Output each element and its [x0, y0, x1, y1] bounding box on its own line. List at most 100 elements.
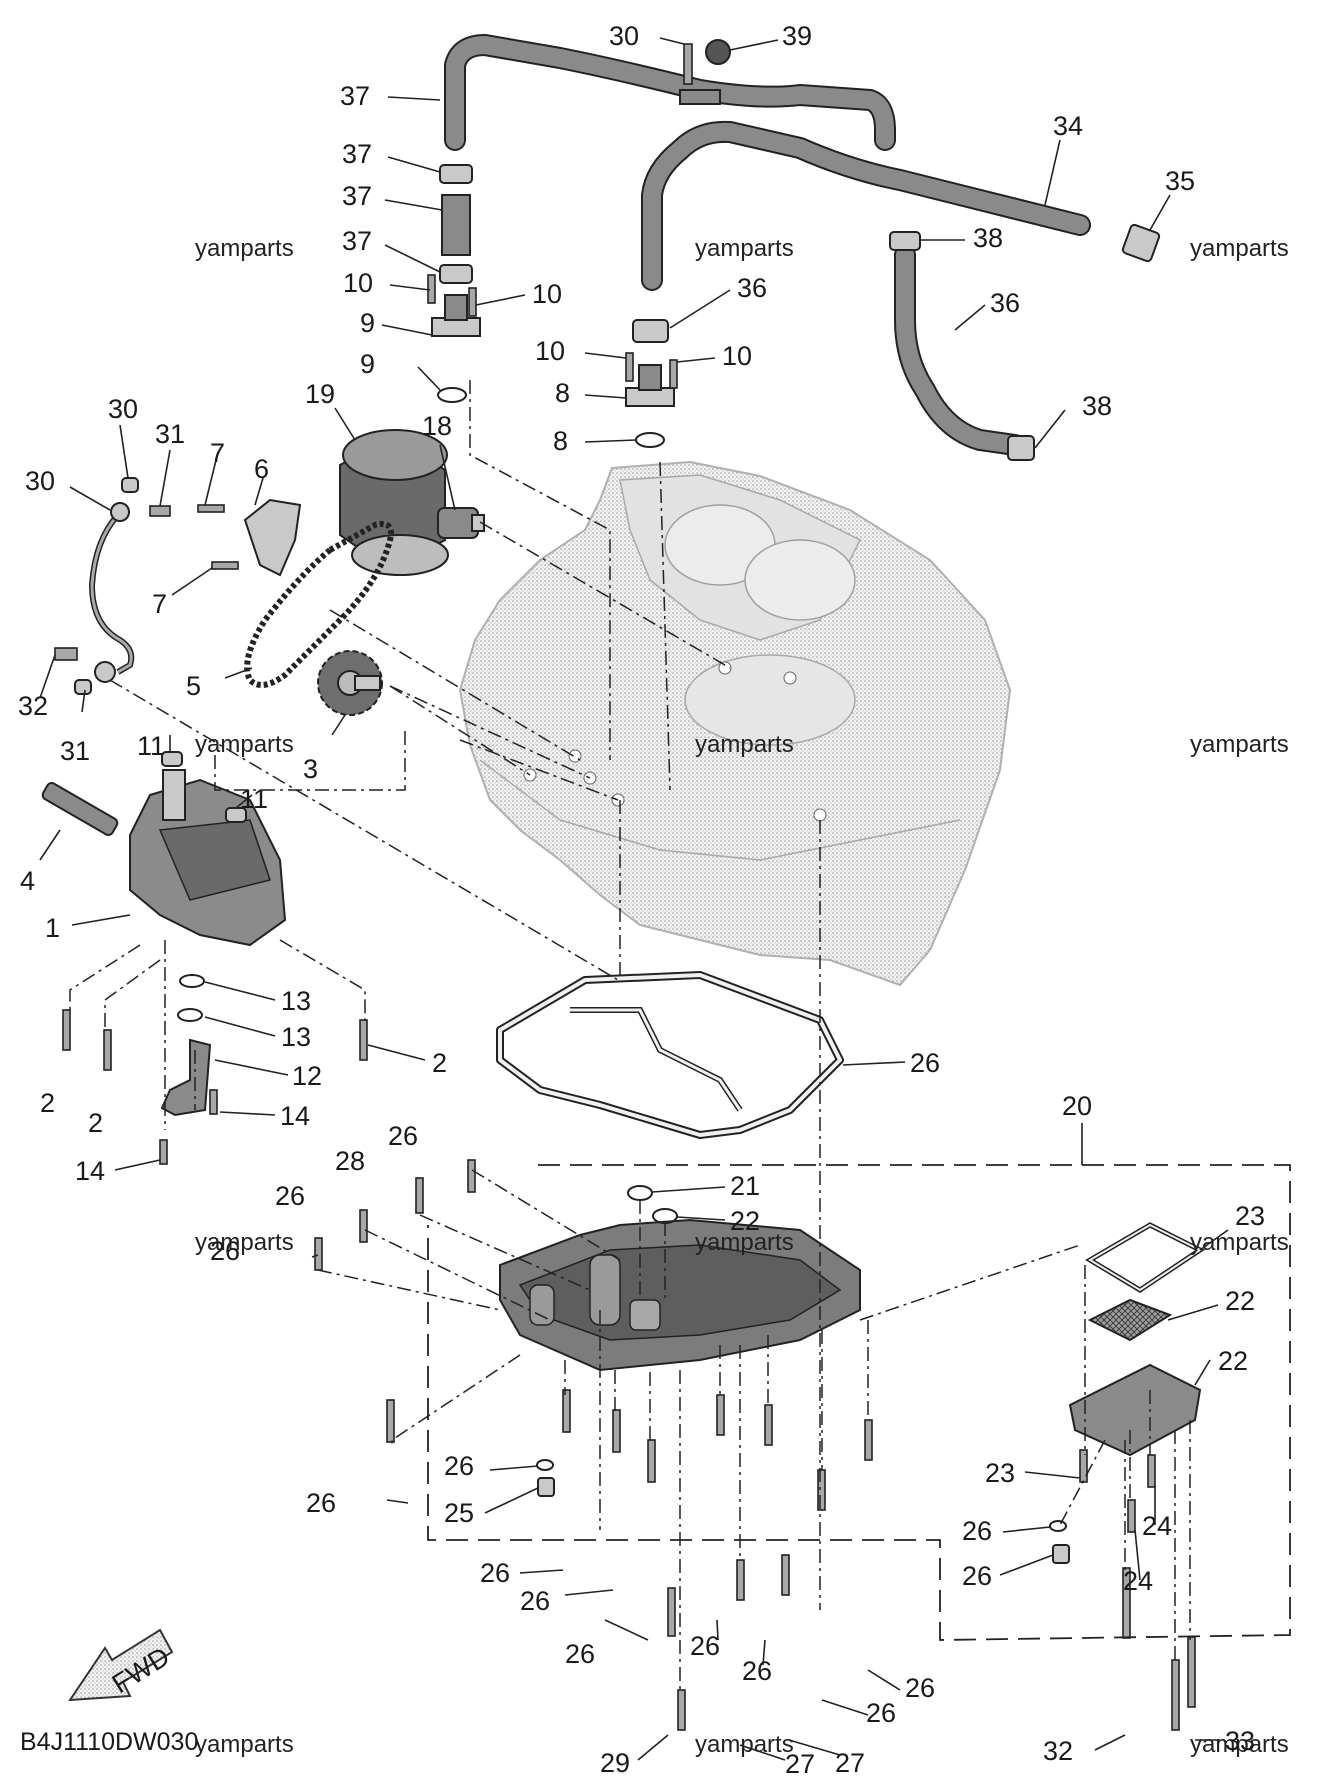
gasket-30-b [74, 679, 92, 695]
callout-20: 22 [1218, 1346, 1248, 1376]
watermark: yamparts [695, 1229, 794, 1256]
callout-36: 37 [342, 181, 372, 211]
callout-12: 12 [292, 1061, 322, 1091]
callout-32: 34 [1053, 111, 1083, 141]
callout-18: 21 [730, 1171, 760, 1201]
callout-24: 26 [962, 1516, 992, 1546]
callout-10: 10 [722, 341, 752, 371]
callout-26: 26 [306, 1488, 336, 1518]
pipe-12 [160, 1038, 212, 1117]
clip-39 [705, 39, 731, 65]
watermark: yamparts [695, 731, 794, 758]
breather-hose-35 [444, 34, 896, 151]
breather-hose-34 [894, 244, 1026, 456]
callout-11: 11 [137, 731, 165, 761]
bracket-38-39 [679, 89, 721, 105]
bolt-14-b [159, 1139, 168, 1165]
clamp-37-a [439, 164, 473, 184]
callout-37: 37 [342, 226, 372, 256]
watermark: yamparts [195, 1731, 294, 1758]
watermark: yamparts [1190, 1229, 1289, 1256]
watermark: yamparts [1190, 731, 1289, 758]
plug-23-a [537, 1477, 555, 1497]
bolt-7-a [197, 504, 225, 513]
callout-4: 4 [20, 866, 35, 896]
callout-8: 8 [555, 378, 570, 408]
callout-11: 11 [240, 784, 268, 814]
breather-fitting-8-b [625, 364, 675, 407]
hose-36 [441, 194, 471, 256]
bolt-26-d [386, 1399, 395, 1443]
callout-labels: 30 39 37 34 35 37 37 37 38 10 10 9 9 36 … [18, 21, 1265, 1779]
bolt-26-f [612, 1409, 621, 1453]
oil-filter-16 [339, 429, 449, 576]
callout-15: 18 [422, 411, 452, 441]
callout-13: 13 [281, 1022, 311, 1052]
callout-34: 36 [990, 288, 1020, 318]
callout-14: 14 [280, 1101, 310, 1131]
watermark: yamparts [195, 1229, 294, 1256]
callout-26: 26 [520, 1586, 550, 1616]
o-ring-9-b [635, 432, 665, 448]
washer-24-a [536, 1459, 554, 1471]
bolt-26-c [314, 1237, 323, 1271]
callout-27: 28 [335, 1146, 365, 1176]
plug-23-b [1052, 1544, 1070, 1564]
watermark: yamparts [1190, 235, 1289, 262]
callout-37: 37 [342, 139, 372, 169]
bolt-26-e [562, 1389, 571, 1433]
callout-26: 26 [210, 1236, 240, 1266]
bolt-27-a [415, 1177, 424, 1214]
watermark: yamparts [695, 1731, 794, 1758]
oil-pan-17 [499, 1218, 861, 1372]
callout-33: 35 [1165, 166, 1195, 196]
o-ring-13-a [179, 974, 205, 988]
diagram-code: B4J1110DW030 [20, 1728, 198, 1756]
callout-23: 25 [444, 1498, 474, 1528]
watermarks: yamparts yamparts yamparts yamparts yamp… [195, 235, 1289, 1758]
bolt-14-a [209, 1089, 218, 1115]
clamp-37-d [1007, 435, 1035, 461]
callout-19: 22 [1225, 1286, 1255, 1316]
callout-6: 6 [254, 454, 269, 484]
callout-14: 14 [75, 1156, 105, 1186]
callout-7: 7 [152, 589, 167, 619]
bolt-26-g [647, 1439, 656, 1483]
strainer-19 [1087, 1298, 1173, 1342]
watermark: yamparts [1190, 1731, 1289, 1758]
bolt-31-a [149, 505, 171, 517]
watermark: yamparts [195, 731, 294, 758]
fwd-arrow: FWD [68, 1628, 175, 1702]
oil-pump-1 [129, 769, 287, 947]
callout-26: 26 [690, 1631, 720, 1661]
callout-10: 10 [532, 279, 562, 309]
callout-24: 26 [444, 1451, 474, 1481]
watermark: yamparts [695, 235, 794, 262]
callout-28: 33 [1225, 1726, 1255, 1756]
o-ring-9-a [437, 387, 467, 403]
callout-30: 30 [108, 394, 138, 424]
bolt-2-c [359, 1019, 368, 1061]
clamp-37-c [889, 231, 921, 251]
callout-26: 26 [742, 1656, 772, 1686]
oil-hose-29 [88, 512, 135, 675]
leader-lines [39, 37, 1229, 1761]
callout-22: 24 [1142, 1511, 1172, 1541]
oil-pressure-switch-15 [437, 507, 485, 539]
callout-29: 30 [25, 466, 55, 496]
callout-31: 32 [18, 691, 48, 721]
callout-23: 26 [962, 1561, 992, 1591]
bolt-26-h [716, 1394, 725, 1436]
bolt-22-b [1147, 1454, 1156, 1488]
bolt-26-j [864, 1419, 873, 1461]
banjo-fitting-29-b [94, 661, 116, 683]
callout-17: 20 [1062, 1091, 1092, 1121]
callout-38: 30 [609, 21, 639, 51]
banjo-fitting-29 [110, 502, 130, 522]
callout-22: 24 [1123, 1566, 1153, 1596]
callout-5: 5 [186, 671, 201, 701]
callout-28: 32 [1043, 1736, 1073, 1766]
callout-37: 38 [1082, 391, 1112, 421]
callout-18: 22 [730, 1206, 760, 1236]
bolt-22-c [1127, 1499, 1136, 1533]
